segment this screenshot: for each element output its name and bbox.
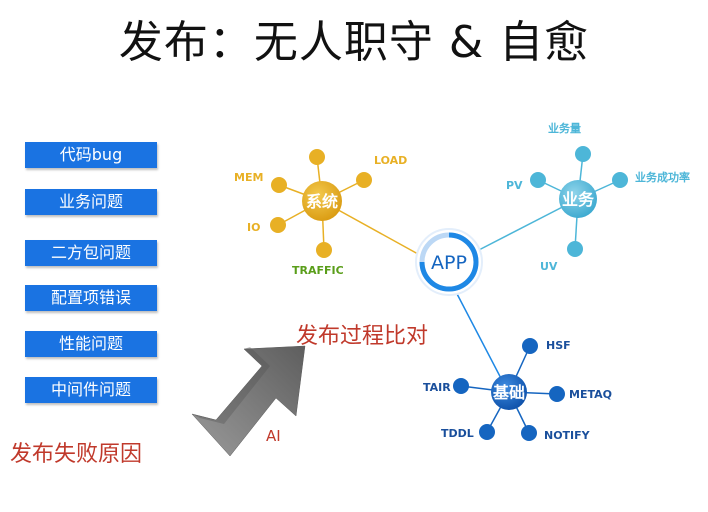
business-hub (559, 180, 597, 218)
base-leaf-hsf: HSF (546, 339, 571, 352)
system-hub-label: 系统 (306, 192, 338, 211)
system-leaf-load: LOAD (374, 154, 407, 167)
system-hub (302, 181, 342, 221)
ai-label: AI (266, 427, 281, 445)
link-business-app (474, 198, 579, 253)
business-leaf-pv: PV (506, 179, 523, 192)
base-leaf-dot-metaq (549, 386, 565, 402)
system-leaf-dot-load (356, 172, 372, 188)
link-base-app (454, 289, 506, 387)
system-leaf-dot-io (270, 217, 286, 233)
app-label: APP (431, 252, 467, 274)
business-leaf-volume: 业务量 (548, 121, 581, 135)
base-leaf-metaq: METAQ (569, 388, 612, 401)
failure-causes-caption: 发布失败原因 (10, 442, 143, 467)
system-leaf-dot-mem (271, 177, 287, 193)
cause-business-issue: 业务问题 (25, 189, 157, 215)
business-leaf-success-rate: 业务成功率 (635, 170, 690, 184)
system-leaf-mem: MEM (234, 171, 263, 184)
page-title: 发布：无人职守 & 自愈 (118, 17, 590, 68)
business-leaf-dot-uv (567, 241, 583, 257)
business-leaf-dot-pv (530, 172, 546, 188)
system-leaf-dot-top (309, 149, 325, 165)
system-leaf-traffic: TRAFFIC (292, 264, 344, 277)
business-leaf-dot-volume (575, 146, 591, 162)
base-hub (491, 374, 527, 410)
business-leaf-dot-success (612, 172, 628, 188)
system-leaf-dot-traffic (316, 242, 332, 258)
base-leaf-dot-hsf (522, 338, 538, 354)
business-leaf-uv: UV (540, 260, 558, 273)
cause-middleware-issue: 中间件问题 (25, 377, 157, 403)
cause-package-issue: 二方包问题 (25, 240, 157, 266)
base-leaf-tair: TAIR (423, 381, 451, 394)
ai-arrow-icon (191, 345, 306, 457)
base-leaf-dot-tair (453, 378, 469, 394)
base-leaf-dot-notify (521, 425, 537, 441)
app-hub (415, 228, 483, 296)
release-compare-caption: 发布过程比对 (296, 324, 429, 349)
base-leaf-dot-tddl (479, 424, 495, 440)
cause-performance-issue: 性能问题 (25, 331, 157, 357)
business-hub-label: 业务 (562, 190, 595, 209)
base-hub-label: 基础 (492, 383, 525, 402)
cause-code-bug: 代码bug (25, 142, 157, 168)
cause-config-error: 配置项错误 (25, 285, 157, 311)
base-leaf-notify: NOTIFY (544, 429, 591, 442)
system-leaf-io: IO (247, 221, 260, 234)
base-leaf-tddl: TDDL (441, 427, 474, 440)
